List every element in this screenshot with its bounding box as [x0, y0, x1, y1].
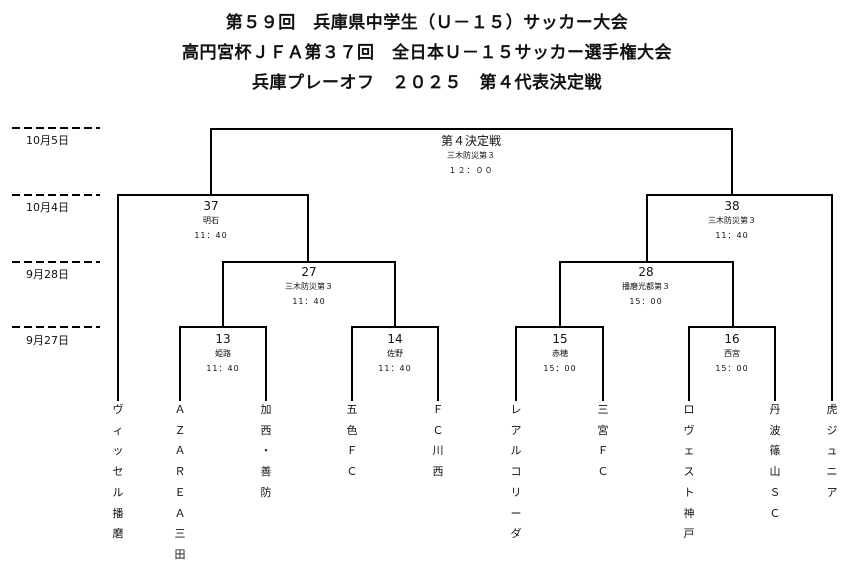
bracket-match-27	[222, 261, 396, 328]
match-venue: 姫路	[215, 349, 231, 358]
bracket-final	[210, 128, 733, 196]
team-name: ロヴェスト神戸	[683, 403, 695, 541]
match-15: 15 赤穂 15：00	[500, 332, 620, 376]
bracket-match-38	[646, 194, 833, 401]
bracket-match-37	[117, 194, 309, 401]
bracket-match-16	[688, 326, 776, 401]
match-time: 15：00	[715, 364, 749, 373]
match-venue: 明石	[203, 216, 219, 225]
bracket-match-28	[559, 261, 734, 328]
match-venue: 赤穂	[552, 349, 568, 358]
date-round1: 9月27日	[26, 334, 69, 347]
tournament-subtitle: 高円宮杯ＪＦＡ第３７回 全日本Ｕ－１５サッカー選手権大会	[182, 43, 672, 63]
match-time: １２：００	[448, 166, 494, 175]
date-semifinal: 10月4日	[26, 201, 69, 214]
match-venue: 三木防災第３	[708, 216, 756, 225]
match-number: 15	[552, 332, 568, 346]
match-time: 11：40	[194, 231, 228, 240]
match-label: 第４決定戦	[440, 134, 501, 148]
match-16: 16 西宮 15：00	[672, 332, 792, 376]
bracket-match-13	[179, 326, 267, 401]
match-number: 16	[724, 332, 740, 346]
match-number: 28	[638, 265, 654, 279]
team-name: 虎ジュニア	[826, 403, 838, 499]
match-number: 14	[387, 332, 403, 346]
match-28: 28 播磨光都第３ 15：00	[586, 265, 706, 309]
match-time: 11：40	[206, 364, 240, 373]
match-time: 11：40	[292, 297, 326, 306]
match-number: 38	[724, 199, 740, 213]
match-number: 13	[215, 332, 231, 346]
match-time: 15：00	[543, 364, 577, 373]
match-27: 27 三木防災第３ 11：40	[249, 265, 369, 309]
match-37: 37 明石 11：40	[151, 199, 271, 243]
match-venue: 佐野	[387, 349, 403, 358]
tournament-title: 第５９回 兵庫県中学生（Ｕ－１５）サッカー大会	[225, 13, 629, 33]
match-13: 13 姫路 11：40	[163, 332, 283, 376]
bracket-match-15	[515, 326, 604, 401]
match-final: 第４決定戦 三木防災第３ １２：００	[411, 134, 531, 178]
team-name: 加西・善防	[260, 403, 272, 499]
match-venue: 西宮	[724, 349, 740, 358]
match-venue: 三木防災第３	[285, 282, 333, 291]
date-round2: 9月28日	[26, 268, 69, 281]
match-number: 37	[203, 199, 219, 213]
match-number: 27	[301, 265, 317, 279]
match-time: 11：40	[378, 364, 412, 373]
match-time: 11：40	[715, 231, 749, 240]
match-venue: 播磨光都第３	[622, 282, 670, 291]
match-38: 38 三木防災第３ 11：40	[672, 199, 792, 243]
match-time: 15：00	[629, 297, 663, 306]
playoff-title: 兵庫プレーオフ ２０２５ 第４代表決定戦	[252, 73, 602, 93]
date-final: 10月5日	[26, 134, 69, 147]
match-venue: 三木防災第３	[447, 151, 495, 160]
team-name: ヴィッセル播磨	[112, 403, 124, 541]
bracket-match-14	[351, 326, 439, 401]
team-name: レアルコリーダ	[510, 403, 522, 541]
match-14: 14 佐野 11：40	[335, 332, 455, 376]
